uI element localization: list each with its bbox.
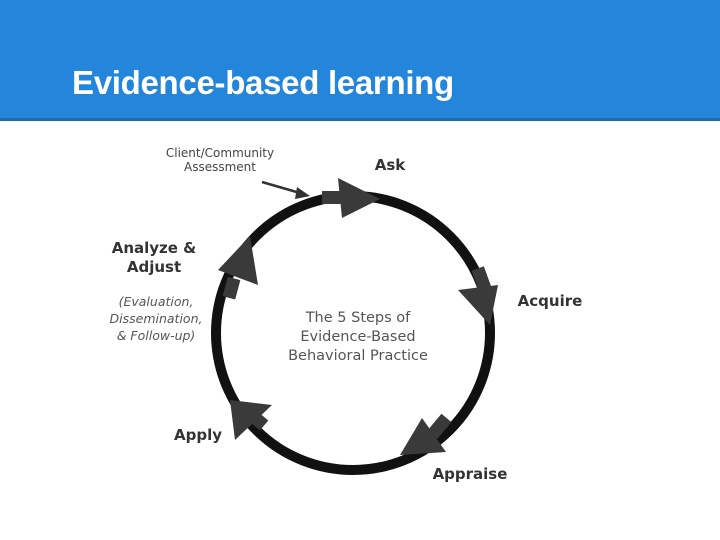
input-label-line: Client/Community — [165, 146, 275, 160]
center-caption: The 5 Steps of Evidence-Based Behavioral… — [268, 309, 448, 366]
step-ask-label: Ask — [374, 156, 406, 174]
arrow-ask — [322, 178, 380, 218]
step-analyze-sublabel: (Evaluation, Dissemination, & Follow-up) — [98, 293, 214, 344]
input-arrow — [261, 180, 310, 199]
step-analyze-line: Adjust — [126, 258, 182, 276]
sublabel-line: (Evaluation, — [118, 294, 194, 309]
step-apply-label: Apply — [173, 426, 222, 444]
step-appraise-label: Appraise — [432, 465, 508, 483]
arrow-acquire — [458, 266, 498, 325]
input-label: Client/Community Assessment — [150, 146, 290, 174]
input-label-line: Assessment — [184, 160, 256, 174]
arrow-appraise — [400, 413, 452, 455]
sublabel-line: & Follow-up) — [116, 328, 196, 343]
step-acquire-label: Acquire — [517, 292, 583, 310]
sublabel-line: Dissemination, — [109, 311, 203, 326]
center-line: The 5 Steps of — [305, 310, 411, 326]
center-line: Behavioral Practice — [288, 348, 428, 364]
step-analyze-line: Analyze & — [111, 239, 197, 257]
arrow-apply — [230, 400, 272, 440]
step-analyze-label: Analyze & Adjust — [106, 239, 202, 277]
slide-header: Evidence-based learning — [0, 0, 720, 121]
slide-title: Evidence-based learning — [72, 64, 454, 101]
arrow-analyze — [218, 236, 258, 300]
center-line: Evidence-Based — [300, 329, 416, 345]
